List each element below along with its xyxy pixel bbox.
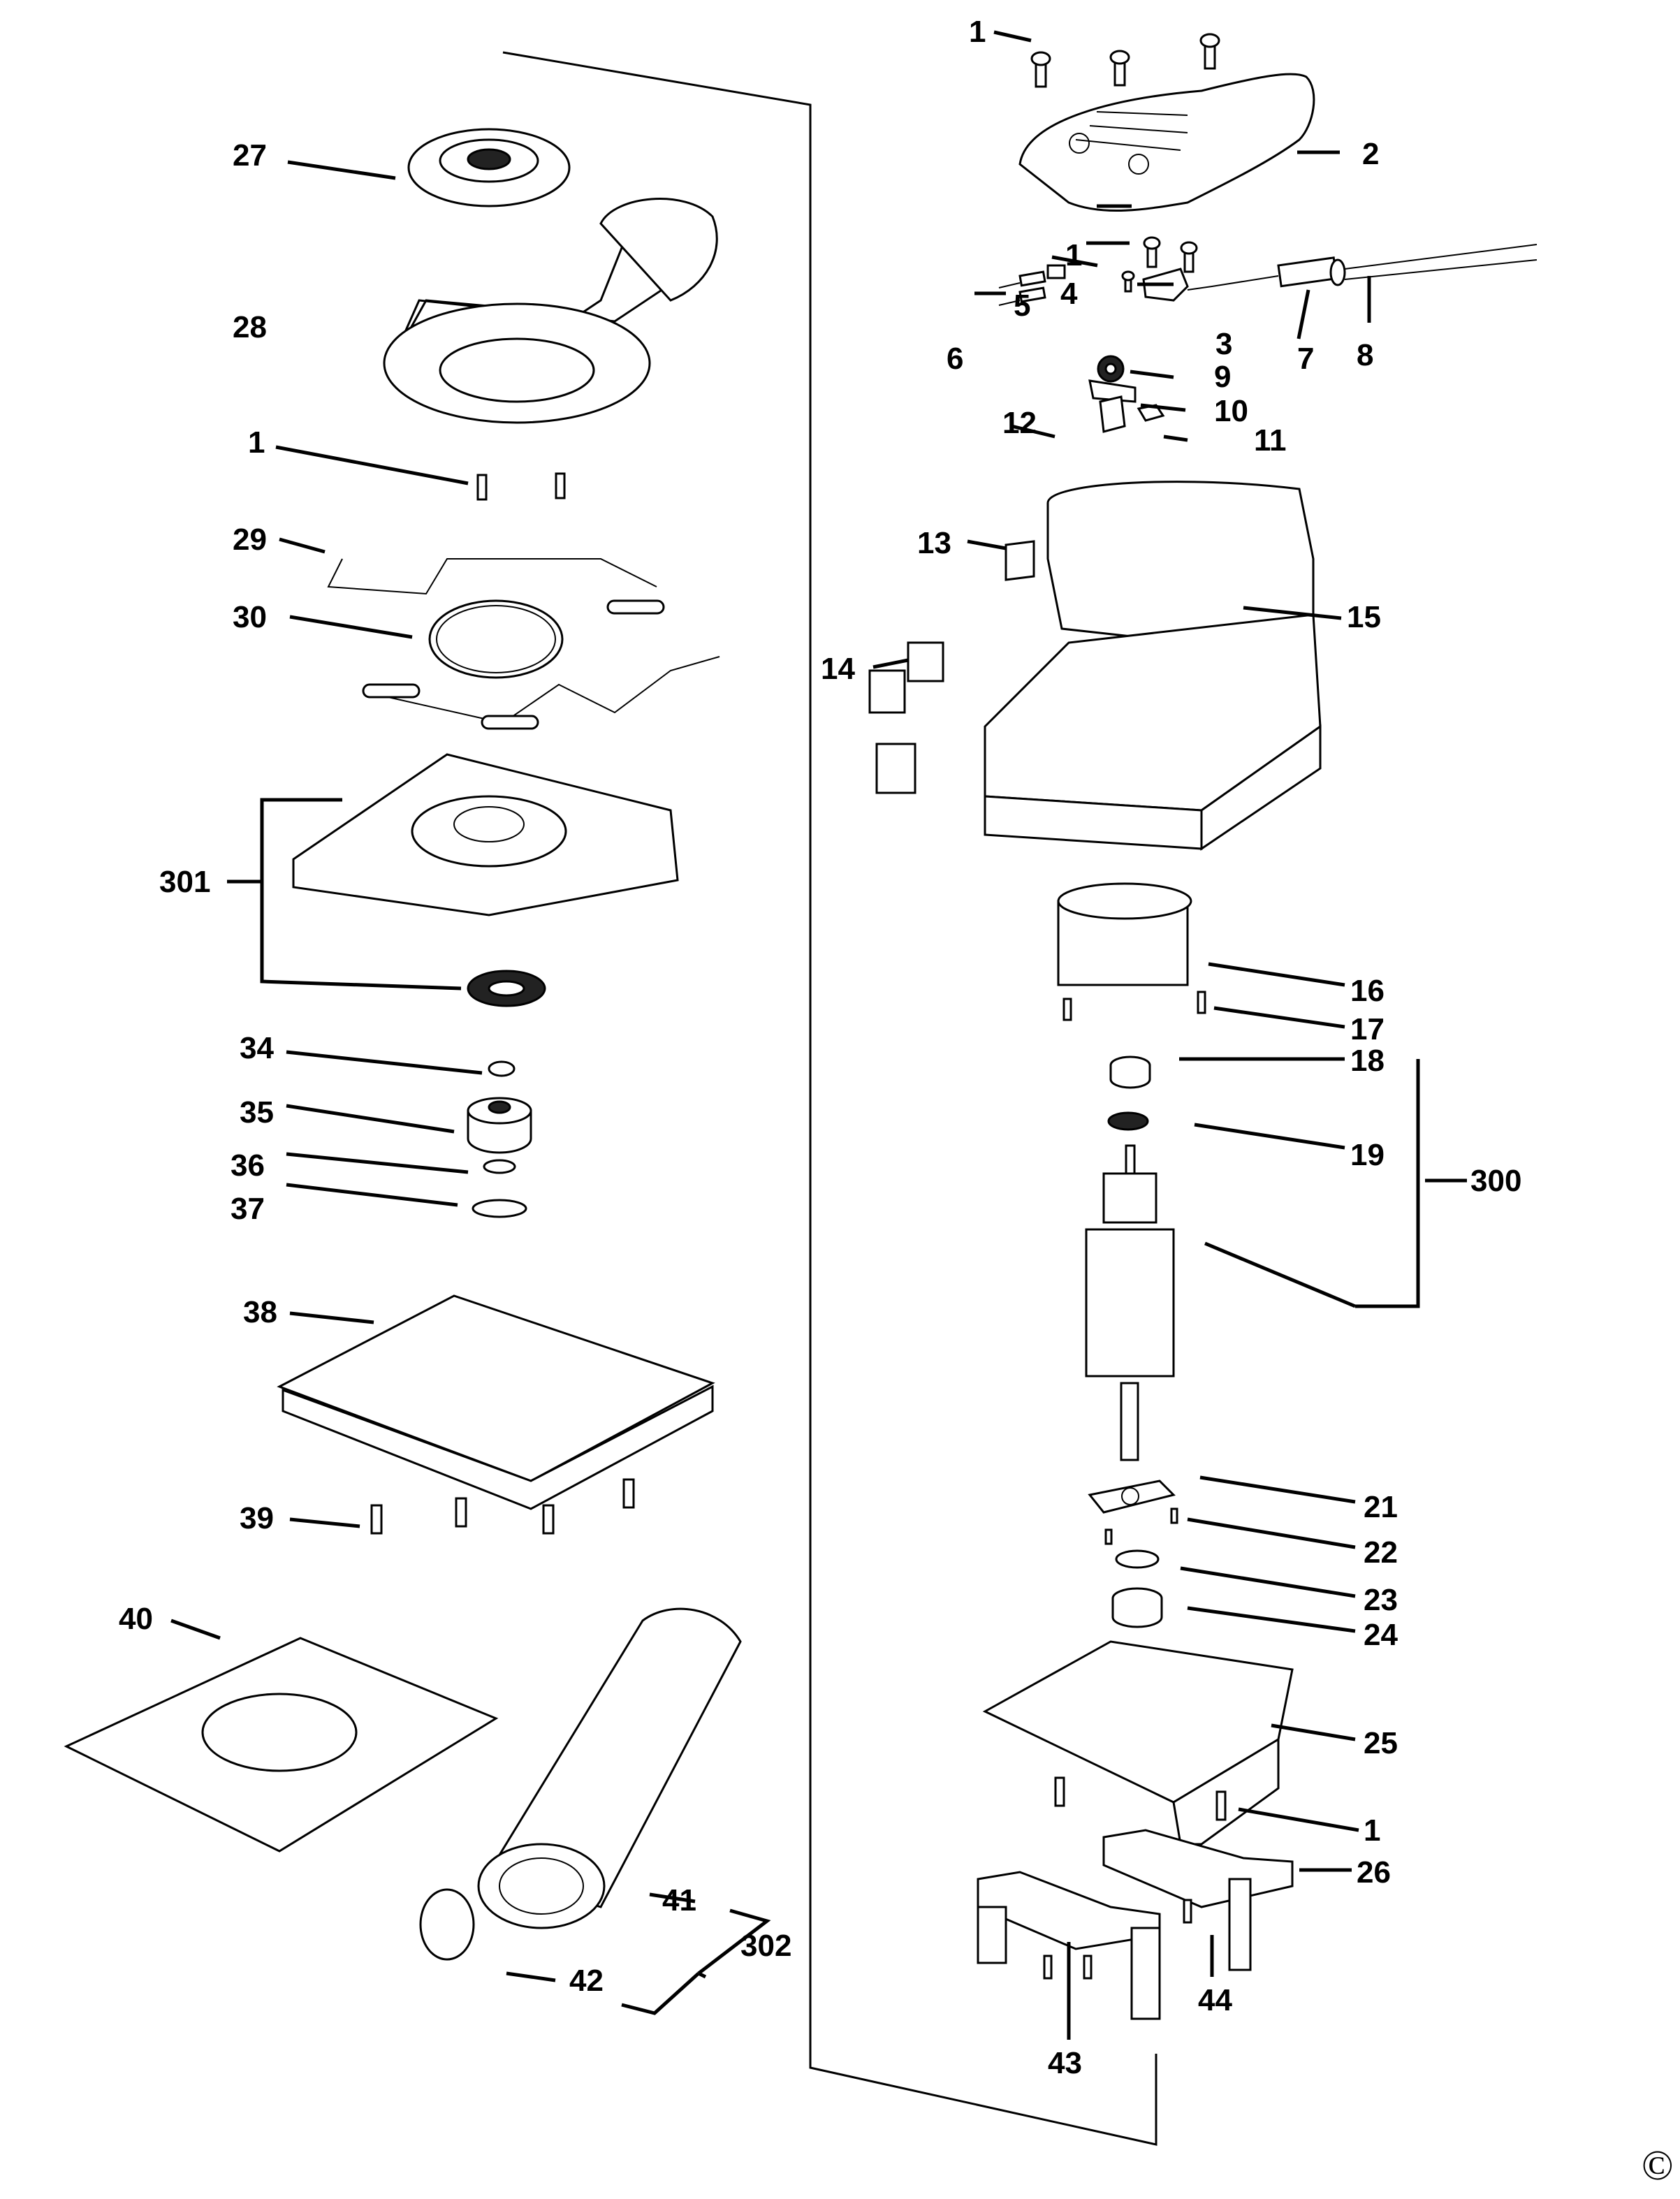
- callout-22: 22: [1364, 1535, 1398, 1570]
- part-switch-module[interactable]: [1099, 395, 1126, 433]
- part-nut-36[interactable]: [483, 1159, 516, 1174]
- callout-24: 24: [1364, 1618, 1398, 1652]
- callout-300: 300: [1470, 1164, 1521, 1198]
- part-dust-shroud[interactable]: [383, 198, 718, 424]
- callout-1: 1: [1364, 1813, 1380, 1848]
- part-field-screws[interactable]: [1062, 991, 1206, 1021]
- callout-3: 3: [1215, 327, 1232, 361]
- callout-37: 37: [231, 1192, 265, 1226]
- part-spring-clip-lower[interactable]: [362, 656, 720, 730]
- callout-18: 18: [1350, 1044, 1385, 1078]
- part-washer-19[interactable]: [1107, 1111, 1149, 1131]
- callout-2: 2: [1362, 137, 1379, 171]
- part-bearing-lower[interactable]: [1111, 1587, 1163, 1628]
- callout-labels: 1 2 1 4 5 3 6 7 8 9 10 11 12 13 14 15 16…: [119, 15, 1521, 2080]
- callout-302: 302: [740, 1929, 791, 1963]
- callout-19: 19: [1350, 1138, 1385, 1172]
- part-punch-plate[interactable]: [64, 1637, 499, 1853]
- callout-14: 14: [821, 652, 855, 686]
- part-platen-bearing[interactable]: [467, 970, 546, 1007]
- part-fan[interactable]: [407, 128, 571, 207]
- callout-43: 43: [1048, 2046, 1082, 2080]
- callout-13: 13: [917, 526, 951, 560]
- part-screw-top[interactable]: [1030, 33, 1220, 88]
- callout-26: 26: [1357, 1855, 1391, 1890]
- copyright-mark: ©: [1642, 2142, 1674, 2189]
- callout-12: 12: [1002, 406, 1037, 440]
- part-screws-22[interactable]: [1104, 1507, 1178, 1545]
- callout-40: 40: [119, 1602, 153, 1636]
- part-o-ring-42[interactable]: [419, 1888, 475, 1961]
- callout-21: 21: [1364, 1490, 1398, 1524]
- part-spring-clip-upper[interactable]: [327, 558, 665, 615]
- callout-17: 17: [1350, 1012, 1385, 1046]
- callout-1: 1: [969, 15, 986, 49]
- part-dust-canister[interactable]: [477, 1607, 742, 1929]
- part-top-cover[interactable]: [1018, 73, 1315, 212]
- callout-4: 4: [1060, 277, 1078, 311]
- callout-42: 42: [569, 1964, 604, 1998]
- part-screw-base[interactable]: [1054, 1776, 1227, 1821]
- callout-35: 35: [240, 1095, 274, 1130]
- part-support-bracket[interactable]: [1102, 1829, 1294, 1971]
- callout-39: 39: [240, 1501, 274, 1535]
- callout-23: 23: [1364, 1583, 1398, 1617]
- callout-7: 7: [1297, 342, 1314, 376]
- part-armature[interactable]: [1085, 1144, 1175, 1461]
- callout-41: 41: [662, 1883, 696, 1917]
- part-label-plate[interactable]: [1005, 540, 1035, 581]
- callout-1: 1: [1065, 238, 1082, 272]
- callout-1: 1: [248, 425, 265, 460]
- part-screw-shroud[interactable]: [476, 472, 566, 501]
- callout-34: 34: [240, 1031, 274, 1065]
- part-motor-housing[interactable]: [984, 481, 1322, 851]
- callout-6: 6: [947, 342, 963, 376]
- part-capacitor[interactable]: [1046, 264, 1066, 279]
- part-brush-holder[interactable]: [1088, 379, 1137, 403]
- part-screw-cover[interactable]: [1143, 236, 1198, 273]
- part-counterweight-35[interactable]: [467, 1097, 532, 1154]
- part-bushing-34[interactable]: [488, 1060, 516, 1077]
- callout-30: 30: [233, 600, 267, 634]
- part-switch-assembly[interactable]: [868, 641, 944, 794]
- callout-16: 16: [1350, 974, 1385, 1008]
- callout-27: 27: [233, 138, 267, 173]
- part-carbon-brushes[interactable]: [998, 270, 1046, 306]
- part-bearing-upper[interactable]: [1109, 1055, 1151, 1089]
- part-screws-44[interactable]: [1043, 1899, 1192, 1980]
- callout-5: 5: [1014, 288, 1030, 323]
- part-o-ring-37[interactable]: [472, 1199, 527, 1218]
- callout-11: 11: [1254, 423, 1287, 458]
- part-platen-frame[interactable]: [292, 753, 679, 916]
- part-small-screw[interactable]: [1121, 270, 1135, 293]
- callout-15: 15: [1347, 600, 1381, 634]
- leader-lines: [170, 30, 1467, 2040]
- part-gasket[interactable]: [1088, 1480, 1176, 1514]
- callout-36: 36: [231, 1148, 265, 1183]
- part-washer-23[interactable]: [1115, 1549, 1160, 1569]
- callout-38: 38: [243, 1295, 277, 1329]
- part-base-housing[interactable]: [982, 1640, 1294, 1846]
- part-pad-screws[interactable]: [370, 1478, 635, 1535]
- callout-44: 44: [1198, 1983, 1232, 2017]
- callout-9: 9: [1214, 360, 1231, 394]
- part-o-ring-30[interactable]: [428, 599, 564, 679]
- part-sanding-pad[interactable]: [277, 1294, 715, 1510]
- callout-301: 301: [159, 865, 210, 899]
- callout-29: 29: [233, 523, 267, 557]
- part-support-bracket-43[interactable]: [977, 1871, 1161, 2020]
- callout-10: 10: [1214, 394, 1248, 428]
- callout-8: 8: [1357, 338, 1373, 372]
- part-field-coil[interactable]: [1057, 882, 1192, 986]
- part-bearing[interactable]: [1097, 355, 1125, 383]
- assembly-frame-line: [502, 51, 1157, 2146]
- callout-25: 25: [1364, 1726, 1398, 1760]
- part-cable[interactable]: [1187, 244, 1537, 291]
- callout-28: 28: [233, 310, 267, 344]
